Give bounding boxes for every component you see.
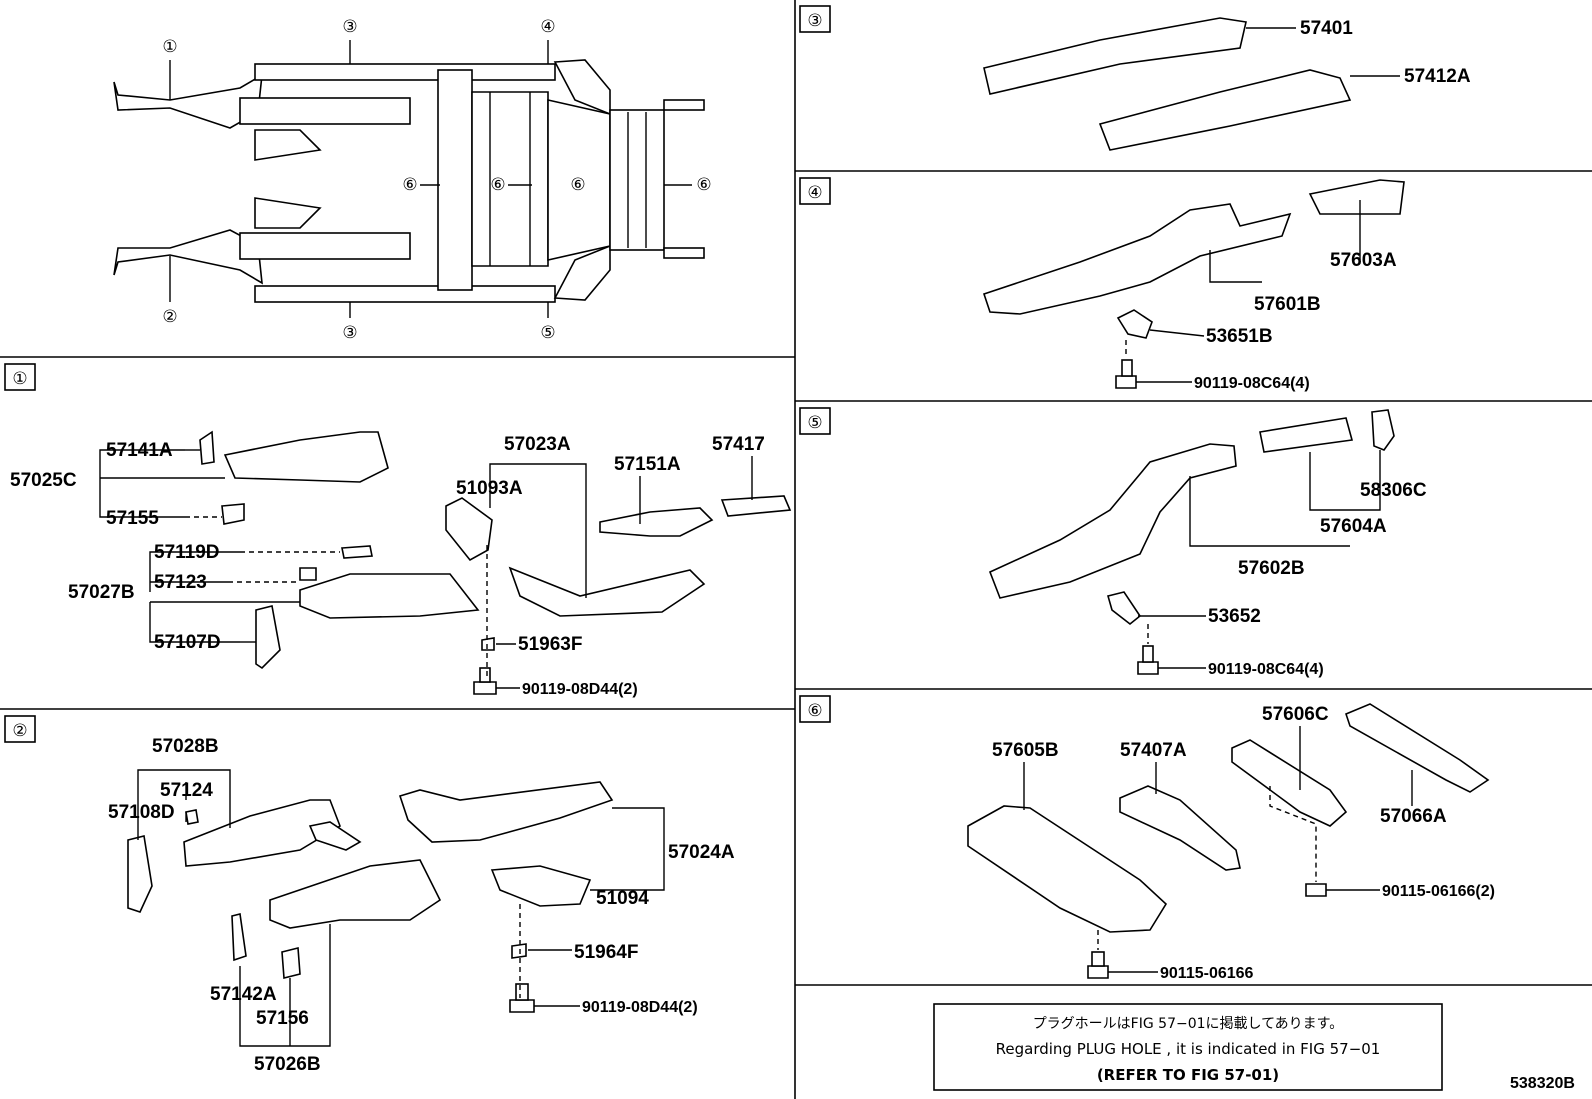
part-57412A — [1098, 69, 1352, 151]
diagram-reference-code: 538320B — [1510, 1075, 1575, 1092]
part-57601B — [982, 203, 1292, 315]
part-number-label: 57412A — [1404, 66, 1471, 87]
part-number-label: 53651B — [1206, 326, 1273, 347]
part-number-label: 57604A — [1320, 516, 1387, 537]
part-number-label: 57156 — [256, 1008, 309, 1029]
overview-callout: ④ — [540, 17, 555, 37]
part-number-label: 57023A — [504, 434, 571, 455]
part-number-label: 57108D — [108, 802, 175, 823]
part-number-label: 57605B — [992, 740, 1059, 761]
part-57407A — [1119, 785, 1241, 871]
part-number-label: 51964F — [574, 942, 638, 963]
part-57024A — [398, 781, 614, 843]
part-number-label: 57124 — [160, 780, 213, 801]
section-tag-s4: ④ — [807, 183, 822, 203]
part-number-label: 51093A — [456, 478, 523, 499]
part-number-label: 57155 — [106, 508, 159, 529]
section-tag-s1: ① — [12, 369, 27, 389]
overview-callouts: ① ② ③ ③ ④ ⑤ ⑥ ⑥ ⑥ ⑥ — [162, 17, 711, 343]
part-57028B — [183, 799, 341, 867]
overview-callout: ③ — [342, 323, 357, 343]
overview-callout: ⑥ — [402, 175, 417, 195]
part-57602B — [988, 443, 1237, 599]
section-3: ③ 57401 57412A — [799, 5, 1471, 151]
section-tag-s5: ⑤ — [807, 413, 822, 433]
section-tag-box — [799, 177, 831, 205]
part-number-label: 90115-06166 — [1160, 965, 1254, 982]
part-number-label: 57107D — [154, 632, 221, 653]
part-number-label: 53652 — [1208, 606, 1261, 627]
part-number-label: 90115-06166(2) — [1382, 883, 1495, 900]
section-1: ① 57025C 57141 — [4, 363, 792, 698]
overview-callout: ⑥ — [696, 175, 711, 195]
part-number-label: 57026B — [254, 1054, 321, 1075]
overview-callout: ② — [162, 307, 177, 327]
section-tag-s2: ② — [12, 721, 27, 741]
overview-callout: ⑤ — [540, 323, 555, 343]
part-number-label: 57025C — [10, 470, 77, 491]
part-number-label: 57123 — [154, 572, 207, 593]
overview-callout: ⑥ — [570, 175, 585, 195]
section-tag-box — [799, 407, 831, 435]
part-number-label: 57028B — [152, 736, 219, 757]
part-57603A — [1308, 179, 1405, 215]
section-tag-box — [4, 715, 36, 743]
part-57027B — [299, 573, 480, 619]
part-number-label: 57603A — [1330, 250, 1397, 271]
part-57604A — [1259, 417, 1354, 453]
part-number-label: 57601B — [1254, 294, 1321, 315]
section-tag-s3: ③ — [807, 11, 822, 31]
overview-frame-diagram — [113, 59, 705, 303]
section-tag-box — [799, 5, 831, 33]
part-number-label: 90119-08C64(4) — [1208, 661, 1324, 678]
note-line: Regarding PLUG HOLE , it is indicated in… — [996, 1040, 1381, 1058]
part-number-label: 57602B — [1238, 558, 1305, 579]
section-4: ④ 57603A 57601B 53651B 90119-08C64(4) — [799, 177, 1405, 392]
part-number-label: 51963F — [518, 634, 582, 655]
part-number-label: 90119-08D44(2) — [522, 681, 638, 698]
section-tag-box — [4, 363, 36, 391]
part-number-label: 57401 — [1300, 18, 1353, 39]
part-number-label: 90119-08C64(4) — [1194, 375, 1310, 392]
part-number-label: 57141A — [106, 440, 173, 461]
part-number-label: 57417 — [712, 434, 765, 455]
part-number-label: 57151A — [614, 454, 681, 475]
part-57023A — [508, 566, 706, 617]
part-57401 — [983, 17, 1247, 95]
part-number-label: 57066A — [1380, 806, 1447, 827]
part-number-label: 57024A — [668, 842, 735, 863]
section-tag-box — [799, 695, 831, 723]
part-57025C — [223, 431, 389, 483]
part-number-label: 57142A — [210, 984, 277, 1005]
plug-hole-note: プラグホールはFIG 57−01に掲載してあります。 Regarding PLU… — [933, 1003, 1443, 1091]
part-57605B — [967, 805, 1168, 933]
part-57066A — [1345, 703, 1490, 793]
part-57026B — [269, 859, 442, 929]
part-number-label: 51094 — [596, 888, 649, 909]
part-number-label: 57407A — [1120, 740, 1187, 761]
section-2: ② 57028B 57124 57108D 57142A 57156 57026… — [4, 715, 735, 1075]
overview-callout: ① — [162, 37, 177, 57]
part-number-label: 57119D — [154, 542, 220, 563]
part-number-label: 90119-08D44(2) — [582, 999, 698, 1016]
part-number-label: 58306C — [1360, 480, 1427, 501]
note-line: プラグホールはFIG 57−01に掲載してあります。 — [1033, 1016, 1344, 1032]
section-tag-s6: ⑥ — [807, 701, 822, 721]
overview-callout: ⑥ — [490, 175, 505, 195]
section-6: ⑥ 57606C 57605B 57407A 57066A 90115-0616… — [799, 695, 1495, 982]
part-number-label: 57027B — [68, 582, 135, 603]
part-number-label: 57606C — [1262, 704, 1329, 725]
note-line: (REFER TO FIG 57-01) — [1097, 1066, 1279, 1084]
part-57606C — [1231, 739, 1348, 827]
section-5: ⑤ 58306C 57604A 57602B 53652 90119-08C64… — [799, 407, 1427, 678]
overview-callout: ③ — [342, 17, 357, 37]
